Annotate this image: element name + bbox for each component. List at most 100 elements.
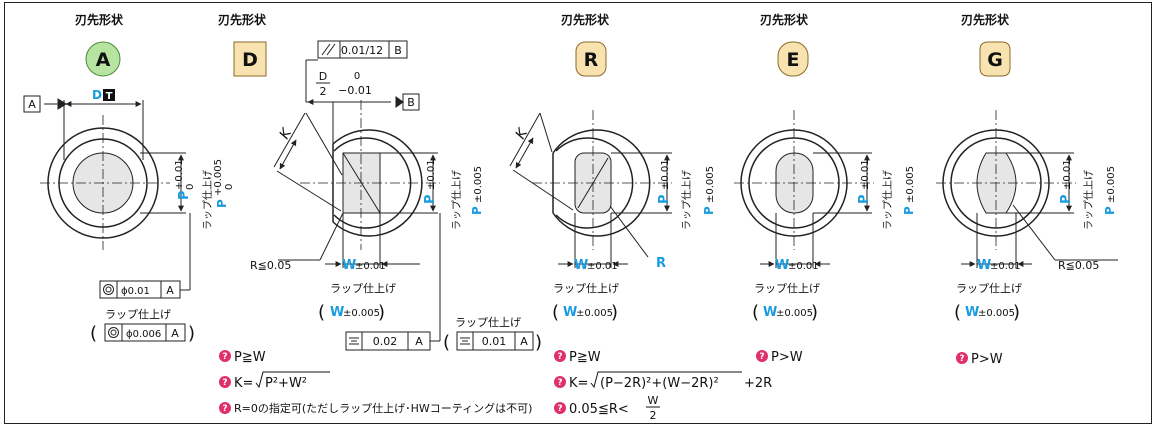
badge-d: D	[233, 41, 267, 77]
note-d-2-prefix: K=	[234, 376, 253, 391]
e-w-tol: ±0.01	[788, 261, 819, 272]
d-lap-w-label: W	[330, 305, 344, 320]
g-paren-close: )	[1013, 302, 1020, 323]
header-d: 刃先形状	[218, 12, 267, 27]
e-lap-p-tol: ±0.005	[905, 166, 916, 203]
badge-g: G	[979, 41, 1011, 77]
r-lap-p-label: P	[702, 206, 716, 215]
header-g: 刃先形状	[961, 12, 1010, 27]
d-paren2-close: )	[535, 332, 542, 353]
d-lap-p-label: P	[470, 206, 484, 215]
svg-text:D: D	[242, 49, 258, 71]
note-r-2-prefix: K=	[569, 376, 588, 391]
drawing-d	[273, 40, 534, 351]
a-lap-label: ラップ仕上げ	[201, 170, 214, 230]
a-conc-datum-lap: A	[171, 327, 179, 340]
note-e-1: P>W	[771, 350, 803, 365]
e-lap-w-label: W	[763, 305, 777, 320]
r-w-label: W	[574, 258, 588, 273]
svg-text:?: ?	[557, 352, 562, 362]
g-lap-w-tol: ±0.005	[978, 308, 1015, 319]
d-lap-label: ラップ仕上げ	[450, 170, 463, 230]
d-r-limit: R≦0.05	[250, 259, 291, 272]
svg-text:?: ?	[222, 404, 227, 414]
note-r-2-radicand: (P−2R)²+(W−2R)²	[600, 376, 719, 391]
g-lap-p-tol: ±0.005	[1106, 166, 1117, 203]
a-conc-tol-lap: ϕ0.006	[126, 329, 161, 340]
drawing-e	[734, 110, 874, 268]
d-paren-open: (	[318, 302, 325, 323]
d-lap-label-3: ラップ仕上げ	[455, 316, 521, 329]
svg-text:R: R	[584, 49, 599, 71]
badge-e: E	[777, 41, 809, 77]
datum-a-label: A	[28, 98, 36, 111]
r-paren-open: (	[552, 302, 559, 323]
a-lap-p-label: P	[215, 199, 229, 208]
a-p-tol-lower: 0	[185, 184, 196, 190]
g-lap-label-2: ラップ仕上げ	[956, 282, 1022, 295]
d-lap-p-tol: ±0.005	[473, 166, 484, 203]
d-sym-tol-lap: 0.01	[482, 335, 507, 348]
g-lap-p-label: P	[1103, 206, 1117, 215]
e-p-tol: ±0.01	[860, 159, 871, 190]
svg-text:?: ?	[557, 404, 562, 414]
svg-text:?: ?	[222, 352, 227, 362]
d-sym-datum-lap: A	[520, 335, 528, 348]
svg-text:G: G	[987, 49, 1003, 71]
t-mark-label: T	[106, 91, 113, 102]
a-conc-datum: A	[166, 284, 174, 297]
e-paren-close: )	[811, 302, 818, 323]
svg-text:?: ?	[759, 352, 764, 362]
r-lap-label-2: ラップ仕上げ	[553, 282, 619, 295]
g-lap-label: ラップ仕上げ	[1082, 170, 1095, 230]
e-lap-label-2: ラップ仕上げ	[754, 282, 820, 295]
note-g-1: P>W	[971, 352, 1003, 367]
svg-text:?: ?	[557, 378, 562, 388]
g-w-label: W	[977, 258, 991, 273]
note-r-1: P≧W	[569, 350, 601, 365]
header-r: 刃先形状	[561, 12, 610, 27]
e-w-label: W	[775, 258, 789, 273]
a-lap-label-2: ラップ仕上げ	[105, 308, 171, 321]
d-half-lower: −0.01	[338, 84, 372, 97]
d-w-label: W	[342, 258, 356, 273]
d-w-tol: ±0.01	[355, 261, 386, 272]
d-datum-b: B	[407, 96, 415, 109]
note-r-2-suffix: +2R	[744, 376, 772, 391]
r-p-label: P	[657, 194, 672, 204]
r-r-label: R	[656, 256, 666, 271]
e-p-label: P	[857, 194, 872, 204]
header-a: 刃先形状	[75, 12, 124, 27]
a-paren-close: )	[188, 323, 195, 344]
a-paren-open: (	[90, 323, 97, 344]
r-k-label: K	[513, 124, 532, 142]
svg-text:?: ?	[222, 378, 227, 388]
drawing-g	[936, 110, 1118, 268]
d-sym-datum: A	[415, 335, 423, 348]
e-lap-label: ラップ仕上げ	[881, 170, 894, 230]
r-p-tol: ±0.01	[660, 159, 671, 190]
badge-a: A	[85, 41, 121, 77]
g-w-tol: ±0.01	[990, 261, 1021, 272]
a-conc-tol: ϕ0.01	[121, 286, 150, 297]
a-lap-tol-upper: +0.005	[213, 159, 224, 196]
note-r-3-num: W	[648, 394, 659, 407]
d-parallel-datum: B	[394, 44, 402, 57]
svg-text:A: A	[96, 49, 111, 71]
drawing-frame	[4, 2, 1152, 424]
d-half-den: 2	[320, 85, 327, 98]
d-k-label: K	[277, 124, 296, 142]
r-lap-w-label: W	[563, 305, 577, 320]
r-lap-p-tol: ±0.005	[705, 166, 716, 203]
note-d-3: R=0の指定可(ただしラップ仕上げ･HWコーティングは不可)	[234, 401, 532, 415]
t-mark-icon	[103, 89, 115, 101]
g-lap-w-label: W	[965, 305, 979, 320]
a-p-label: P	[177, 190, 192, 200]
d-dim-label: D	[92, 88, 102, 102]
note-r-3-prefix: 0.05≦R<	[569, 402, 629, 417]
r-lap-label: ラップ仕上げ	[680, 170, 693, 230]
a-lap-tol-lower: 0	[224, 184, 235, 190]
g-r-limit: R≦0.05	[1058, 259, 1099, 272]
d-lap-label-2: ラップ仕上げ	[330, 282, 396, 295]
